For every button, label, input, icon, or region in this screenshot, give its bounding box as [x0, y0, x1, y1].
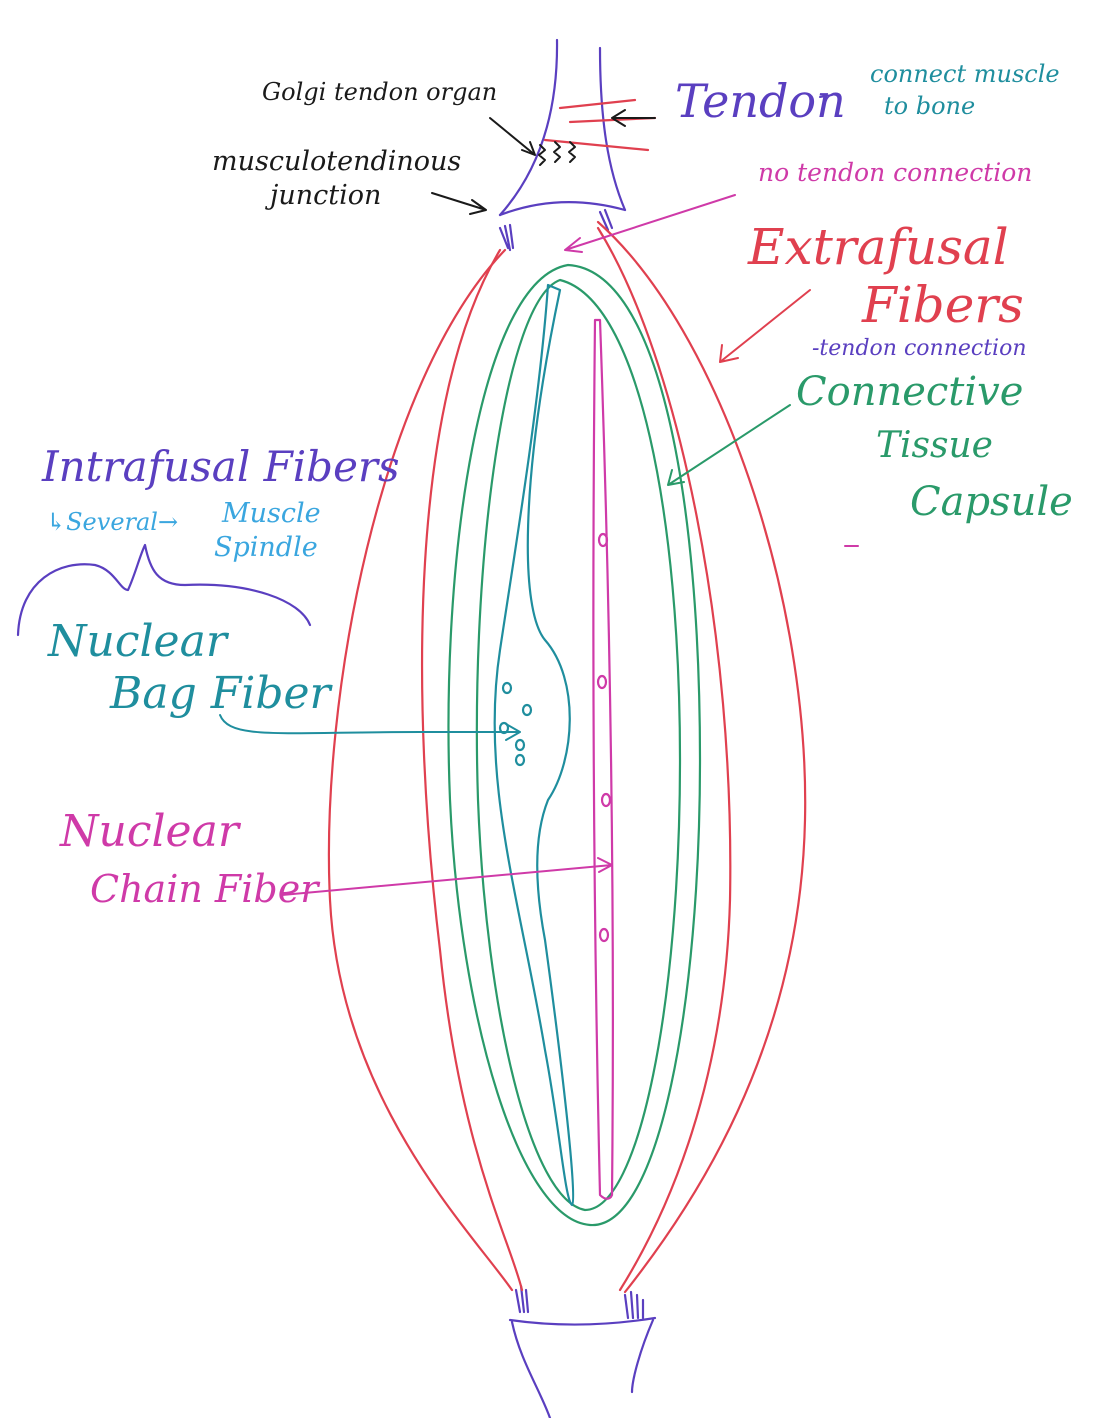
tendon-dash — [819, 94, 833, 98]
golgi-squiggle — [538, 141, 576, 166]
tendon-note-line1: connect muscle — [870, 60, 1060, 88]
no-tendon-arrow — [564, 194, 736, 253]
tendon-connection-label: -tendon connection — [812, 336, 1027, 361]
extrafusal-label-line2: Fibers — [862, 276, 1024, 334]
tendon-label: Tendon — [675, 74, 846, 128]
golgi-arrow — [489, 117, 536, 156]
golgi-tendon-organ-label: Golgi tendon organ — [262, 78, 498, 106]
connective-tissue-capsule — [447, 263, 702, 1227]
tendon-note-line2: to bone — [884, 92, 976, 120]
muscle-spindle-label-line2: Spindle — [214, 532, 318, 563]
several-label: ↳Several→ — [46, 508, 179, 536]
extrafusal-label-line1: Extrafusal — [748, 218, 1009, 276]
nuclear-chain-label-line2: Chain Fiber — [90, 867, 319, 911]
musculotendinous-label-line1: musculotendinous — [212, 146, 462, 177]
chain-arrow — [281, 857, 613, 896]
junction-arrow — [431, 192, 487, 215]
connective-label-line1: Connective — [796, 369, 1024, 415]
nuclear-bag-label-line1: Nuclear — [48, 616, 227, 667]
connective-label-line2: Tissue — [876, 425, 993, 466]
annotation-arrows — [219, 94, 859, 896]
nuclear-bag-fiber — [493, 283, 575, 1207]
capsule-arrow — [667, 404, 791, 486]
extrafusal-fibers — [327, 98, 807, 1294]
nuclear-chain-fiber — [592, 318, 614, 1200]
tendon-arrow — [611, 109, 656, 127]
muscle-spindle-label-line1: Muscle — [222, 498, 321, 529]
nuclear-chain-label-line1: Nuclear — [60, 806, 239, 857]
connective-label-line3: Capsule — [910, 479, 1073, 525]
extrafusal-arrow — [719, 289, 811, 363]
bag-arrow — [219, 714, 521, 741]
spindle-brace — [16, 543, 312, 637]
musculotendinous-label-line2: junction — [270, 180, 382, 211]
top-tendon — [498, 38, 627, 252]
intrafusal-label: Intrafusal Fibers — [42, 442, 400, 491]
nuclear-bag-label-line2: Bag Fiber — [110, 668, 331, 719]
no-tendon-connection-label: no tendon connection — [758, 158, 1033, 187]
bottom-tendon — [508, 1284, 657, 1418]
